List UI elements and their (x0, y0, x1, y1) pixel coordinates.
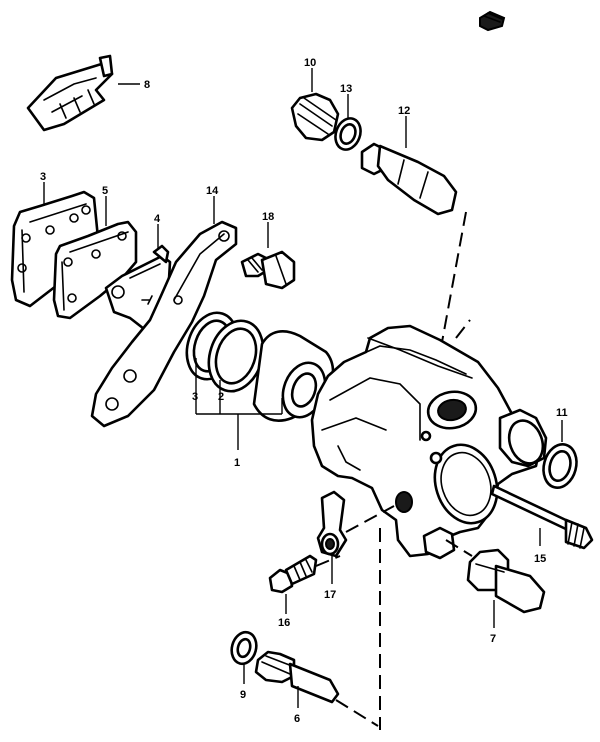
assembly-line-boot (455, 319, 471, 339)
brake-pad-inner (52, 220, 138, 320)
assembly-line-bleeder (315, 555, 341, 567)
banjo-fitting (316, 490, 348, 558)
dust-boot (290, 92, 340, 142)
o-ring-13 (334, 117, 362, 151)
washer (230, 630, 258, 666)
callout-18: 18 (262, 211, 274, 223)
pad-spring (26, 54, 114, 132)
logo-mark-icon (479, 10, 506, 32)
callout-leaders (43, 68, 563, 708)
callout-17: 17 (324, 589, 336, 601)
sleeve-bolt (466, 548, 546, 614)
guide-pin-15 (490, 484, 594, 550)
callout-4: 4 (154, 213, 161, 225)
callout-10: 10 (304, 57, 316, 69)
callout-7: 7 (490, 633, 496, 645)
callout-2: 2 (218, 391, 224, 403)
bleeder-screw (268, 554, 318, 594)
assembly-line-sleeve (445, 539, 473, 557)
callout-1: 1 (234, 457, 240, 469)
callout-6: 6 (294, 713, 300, 725)
callout-12: 12 (398, 105, 410, 117)
callout-15: 15 (534, 553, 546, 565)
caliper-body (310, 324, 548, 560)
callout-9: 9 (240, 689, 246, 701)
bracket-bolt (240, 250, 296, 290)
callout-5: 5 (102, 185, 108, 197)
assembly-line-banjo (345, 505, 395, 533)
callout-8: 8 (144, 79, 150, 91)
callout-3-seal: 3 (192, 391, 198, 403)
callout-3-pad: 3 (40, 171, 46, 183)
assembly-line-bolt (335, 699, 379, 727)
caliper-bracket (90, 220, 238, 428)
assembly-line-pin (441, 211, 467, 343)
slide-pin (360, 142, 458, 216)
callout-14: 14 (206, 185, 219, 197)
union-bolt (254, 650, 340, 704)
callout-13: 13 (340, 83, 352, 95)
callout-16: 16 (278, 617, 290, 629)
callout-11: 11 (556, 407, 568, 419)
o-ring-11 (542, 443, 578, 489)
